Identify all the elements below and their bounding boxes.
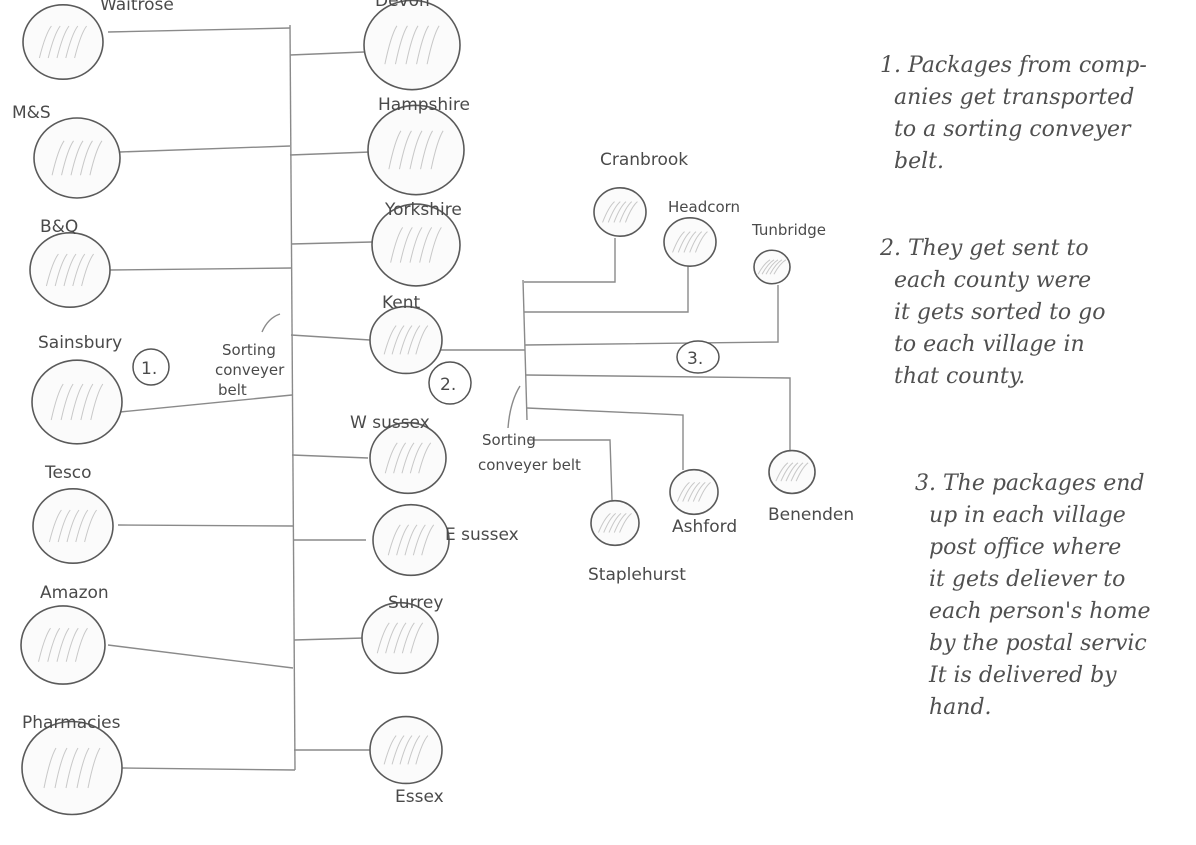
village-connector	[526, 407, 684, 470]
conveyor-label-2-line: Sorting	[482, 431, 536, 449]
note-line: It is delivered by	[928, 663, 1117, 688]
step-marker-text: 2.	[440, 375, 456, 395]
county-label: Essex	[395, 787, 444, 807]
note-line: hand.	[929, 695, 992, 720]
village-connector	[528, 439, 613, 501]
county-connector	[289, 51, 365, 56]
company-connector	[107, 644, 294, 669]
note-line: 2. They get sent to	[879, 236, 1089, 261]
step-marker-3: 3.	[676, 340, 720, 374]
note-line: by the postal servic	[929, 631, 1147, 656]
company-node	[22, 3, 104, 81]
arrow-icon	[507, 385, 521, 429]
step-marker-text: 1.	[141, 359, 157, 379]
company-connector	[107, 27, 291, 33]
village-connector	[524, 285, 779, 346]
company-connector	[119, 145, 291, 153]
company-node	[31, 359, 123, 445]
note-line: post office where	[929, 535, 1121, 560]
conveyor-label-1-line: Sorting	[222, 341, 276, 359]
company-label: Tesco	[44, 463, 92, 483]
county-node	[369, 421, 447, 495]
village-node	[590, 499, 640, 547]
village-label: Cranbrook	[600, 150, 688, 170]
village-label: Tunbridge	[751, 221, 826, 239]
village-node	[768, 449, 816, 495]
note-line: belt.	[894, 149, 944, 174]
county-node	[369, 305, 443, 375]
conveyor-label-2-line: conveyer belt	[478, 456, 581, 474]
county-label: Kent	[382, 293, 421, 313]
county-connector	[291, 454, 369, 459]
company-label: Amazon	[40, 583, 109, 603]
note-line: anies get transported	[894, 85, 1134, 110]
county-node	[369, 715, 443, 785]
village-connector	[525, 374, 791, 450]
company-connector	[119, 394, 293, 413]
company-connector	[117, 524, 294, 527]
village-node	[669, 468, 719, 516]
county-label: Yorkshire	[384, 200, 462, 220]
county-connector	[290, 241, 373, 245]
village-label: Headcorn	[668, 198, 740, 216]
note-line: it gets deliever to	[929, 567, 1125, 592]
note-line: each county were	[894, 268, 1091, 293]
step-marker-2: 2.	[428, 361, 472, 405]
explanation-notes: 1. Packages from comp-anies get transpor…	[879, 53, 1151, 720]
company-label: Pharmacies	[22, 713, 121, 733]
company-label: Sainsbury	[38, 333, 122, 353]
county-node	[371, 203, 461, 287]
county-node	[363, 0, 461, 91]
county-label: Hampshire	[378, 95, 470, 115]
company-node	[29, 232, 111, 309]
conveyor-label-1-line: conveyer	[215, 361, 285, 379]
company-node	[33, 117, 121, 199]
village-connector	[524, 238, 616, 283]
village-connector	[524, 262, 689, 313]
note-line: it gets sorted to go	[894, 300, 1106, 325]
company-label: Waitrose	[100, 0, 174, 15]
conveyor-label-1-line: belt	[218, 381, 247, 399]
sorting-belt-2-line	[522, 279, 528, 421]
village-node	[753, 249, 791, 285]
county-node	[372, 503, 450, 577]
village-label: Benenden	[768, 505, 854, 525]
village-label: Ashford	[672, 517, 737, 537]
note-line: 1. Packages from comp-	[880, 53, 1147, 78]
note-line: to each village in	[894, 332, 1085, 357]
company-node	[20, 605, 106, 685]
conveyor-label-2: Sorting conveyer belt	[478, 385, 581, 474]
arrow-icon	[261, 313, 281, 333]
company-label: B&Q	[40, 217, 78, 237]
note-line: each person's home	[929, 599, 1151, 624]
county-label: Surrey	[388, 593, 443, 613]
county-connector	[290, 334, 371, 341]
county-node	[361, 601, 439, 675]
company-connector	[109, 267, 293, 271]
company-connector	[121, 767, 296, 771]
county-label: E sussex	[445, 525, 519, 545]
step-marker-text: 3.	[687, 349, 703, 369]
county-label: W sussex	[350, 413, 430, 433]
county-connector	[289, 151, 371, 156]
step-marker-1: 1.	[132, 348, 170, 386]
note-line: that county.	[894, 364, 1025, 389]
village-label: Staplehurst	[588, 565, 686, 585]
note-line: to a sorting conveyer	[894, 117, 1132, 142]
village-node	[663, 217, 717, 267]
county-label: Devon	[375, 0, 430, 11]
note-line: 3. The packages end	[915, 471, 1144, 496]
company-node	[32, 487, 114, 564]
note-line: up in each village	[929, 503, 1126, 528]
company-label: M&S	[12, 103, 51, 123]
sorting-belt-1-line	[289, 24, 296, 771]
village-node	[593, 187, 647, 237]
county-connector	[293, 637, 365, 641]
county-node	[367, 104, 465, 196]
conveyor-label-1: Sorting conveyer belt	[215, 313, 285, 399]
company-node	[21, 720, 123, 816]
